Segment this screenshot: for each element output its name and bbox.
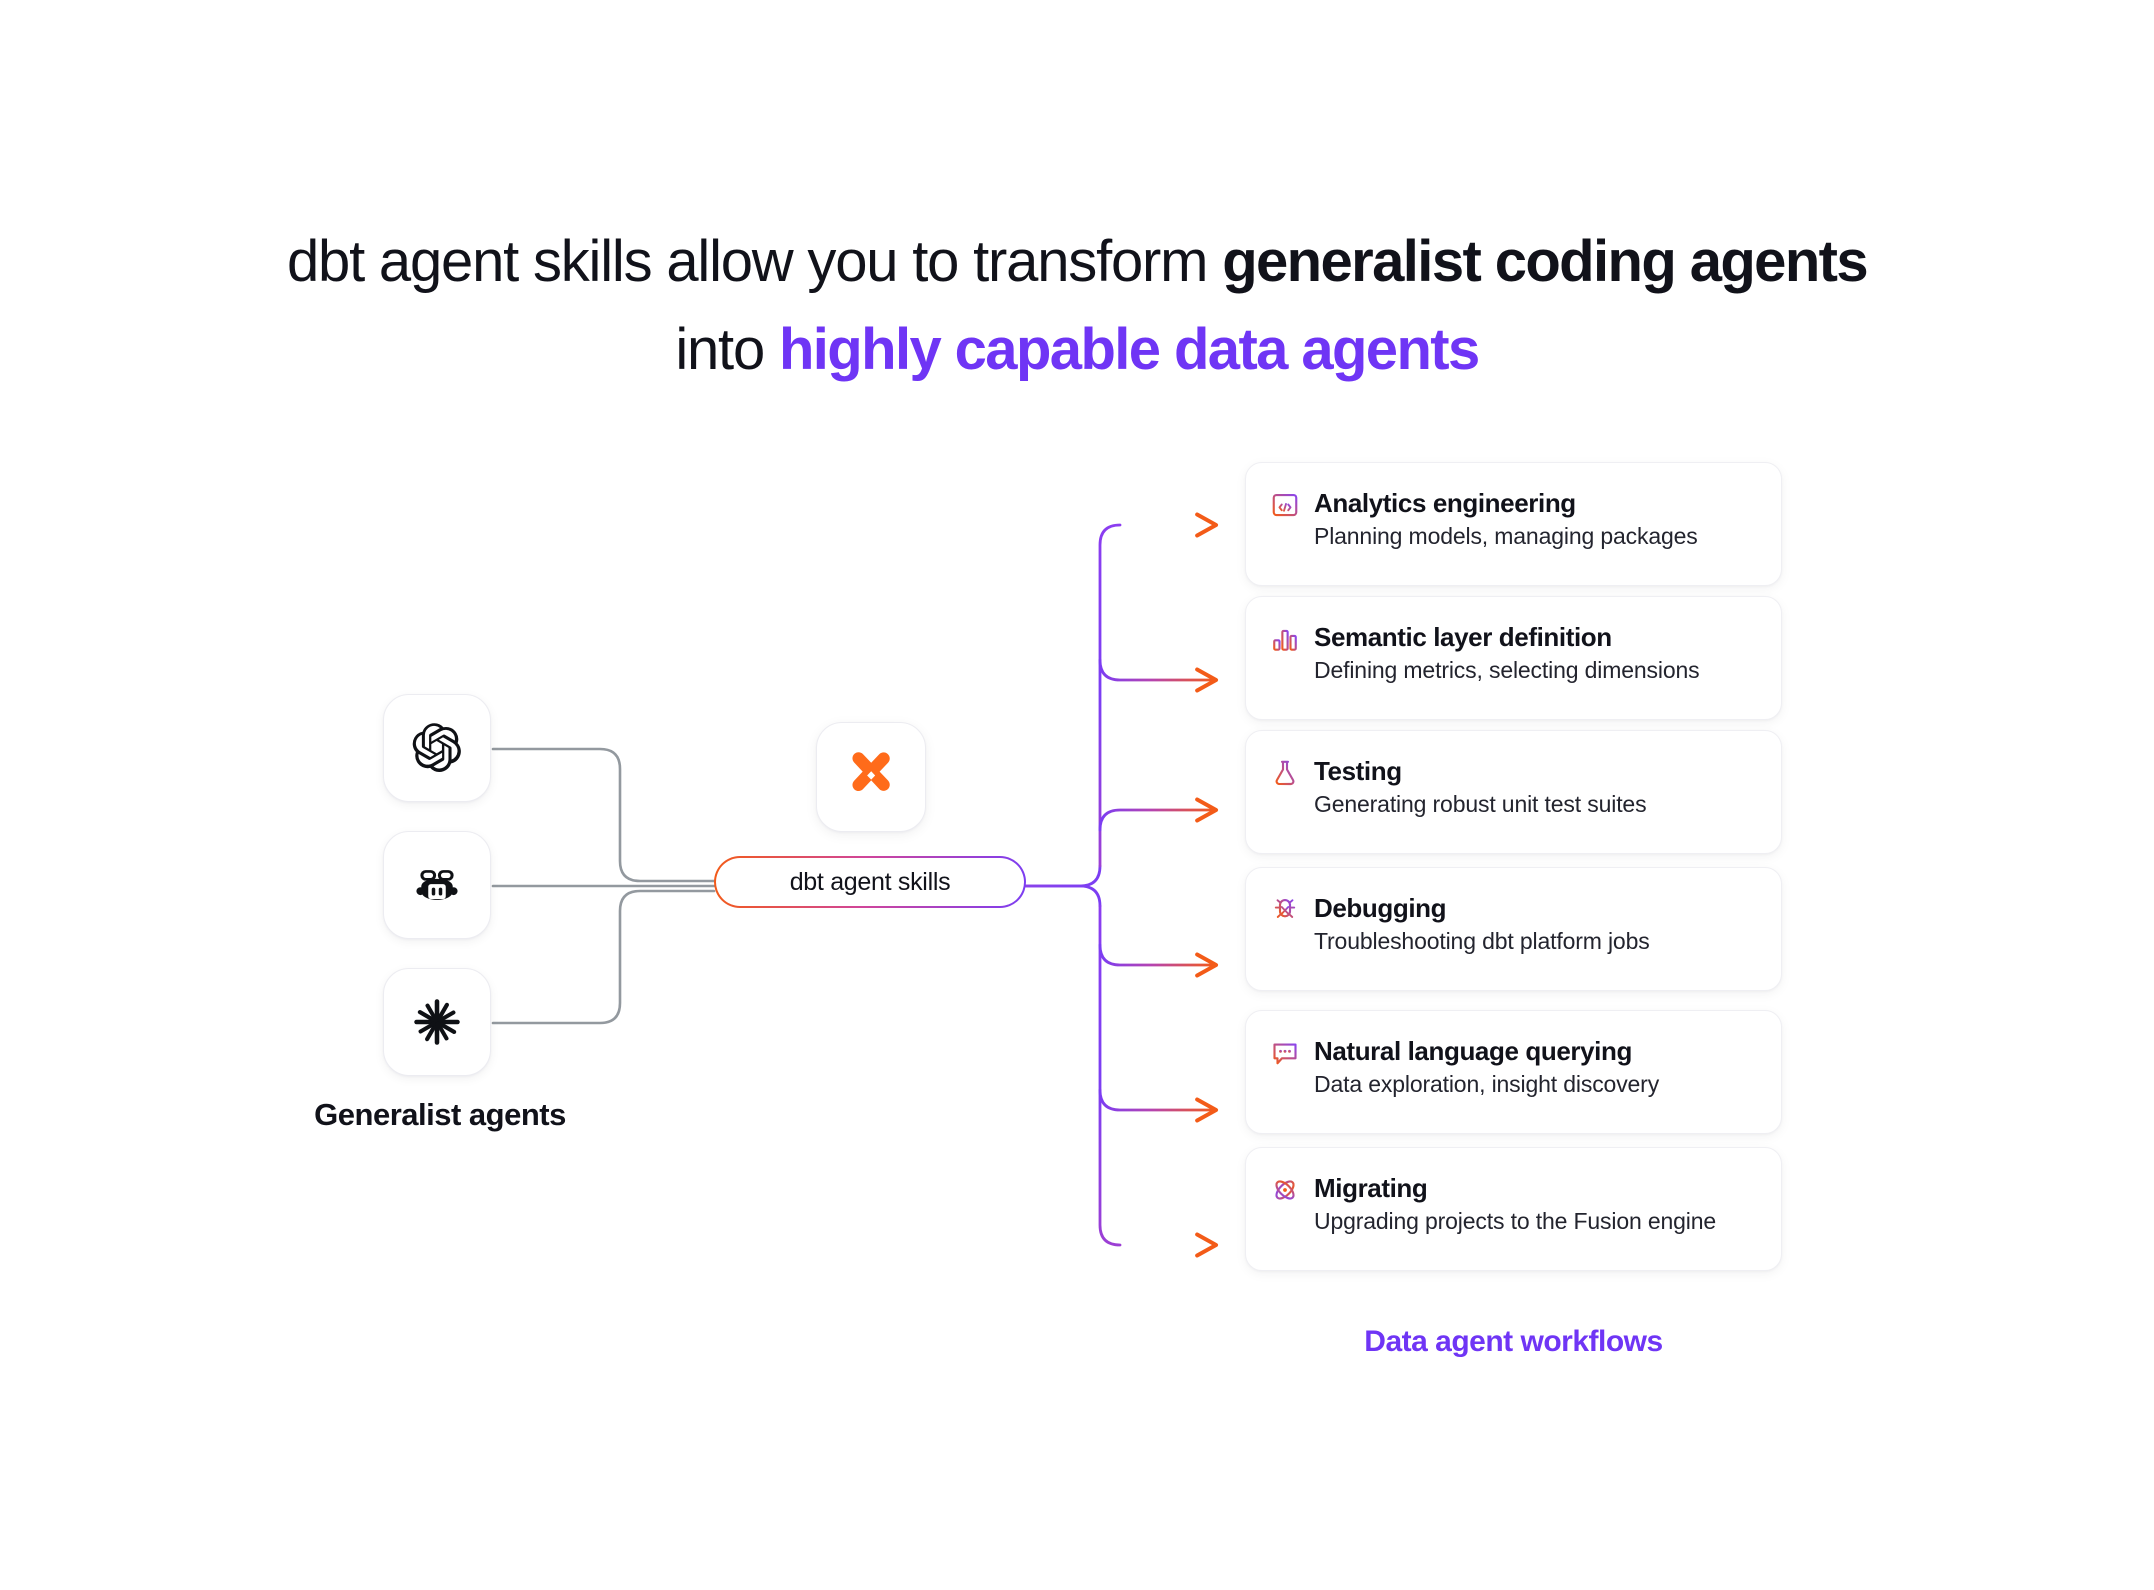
workflow-card-semantic-layer-definition[interactable]: Semantic layer definition Defining metri… — [1245, 596, 1782, 720]
workflow-title: Testing — [1314, 756, 1402, 786]
workflow-title: Analytics engineering — [1314, 488, 1576, 518]
bug-icon — [1270, 895, 1300, 925]
workflow-subtitle: Planning models, managing packages — [1314, 523, 1698, 549]
chat-bubble-icon — [1270, 1038, 1300, 1068]
dbt-agent-skills-label: dbt agent skills — [789, 867, 951, 896]
dbt-agent-skills-pill[interactable]: dbt agent skills — [714, 856, 1026, 908]
headline-line1-bold: generalist coding agents — [1222, 229, 1868, 294]
workflow-subtitle: Defining metrics, selecting dimensions — [1314, 657, 1700, 683]
workflow-card-analytics-engineering[interactable]: Analytics engineering Planning models, m… — [1245, 462, 1782, 586]
headline-line2-plain: into — [675, 317, 779, 382]
workflow-title: Debugging — [1314, 893, 1447, 923]
generalist-agents-label: Generalist agents — [314, 1097, 566, 1132]
headline-line1-plain: dbt agent skills allow you to transform — [286, 229, 1223, 294]
workflow-subtitle: Generating robust unit test suites — [1314, 791, 1647, 817]
headline-line2-accent: highly capable data agents — [778, 317, 1480, 382]
agent-tile-claude[interactable] — [383, 968, 491, 1076]
claude-starburst-icon — [409, 994, 465, 1050]
workflow-subtitle: Data exploration, insight discovery — [1314, 1071, 1660, 1097]
dbt-logo-icon — [840, 744, 902, 811]
dbt-logo-tile — [816, 722, 926, 832]
page-title: dbt agent skills allow you to transform … — [0, 218, 2154, 394]
flask-icon — [1270, 758, 1300, 788]
atom-icon — [1270, 1175, 1300, 1205]
workflow-title: Migrating — [1314, 1173, 1428, 1203]
data-agent-workflows-label: Data agent workflows — [1364, 1325, 1663, 1358]
workflow-card-testing[interactable]: Testing Generating robust unit test suit… — [1245, 730, 1782, 854]
workflow-subtitle: Upgrading projects to the Fusion engine — [1314, 1208, 1717, 1234]
code-window-icon — [1270, 490, 1300, 520]
copilot-robot-icon — [409, 857, 465, 913]
agent-tile-copilot[interactable] — [383, 831, 491, 939]
bar-chart-icon — [1270, 624, 1300, 654]
workflow-title: Natural language querying — [1314, 1036, 1632, 1066]
workflow-card-debugging[interactable]: Debugging Troubleshooting dbt platform j… — [1245, 867, 1782, 991]
workflow-card-natural-language-querying[interactable]: Natural language querying Data explorati… — [1245, 1010, 1782, 1134]
openai-icon — [410, 721, 464, 775]
workflow-card-migrating[interactable]: Migrating Upgrading projects to the Fusi… — [1245, 1147, 1782, 1271]
workflow-subtitle: Troubleshooting dbt platform jobs — [1314, 928, 1650, 954]
agent-tile-openai[interactable] — [383, 694, 491, 802]
workflow-title: Semantic layer definition — [1314, 622, 1612, 652]
